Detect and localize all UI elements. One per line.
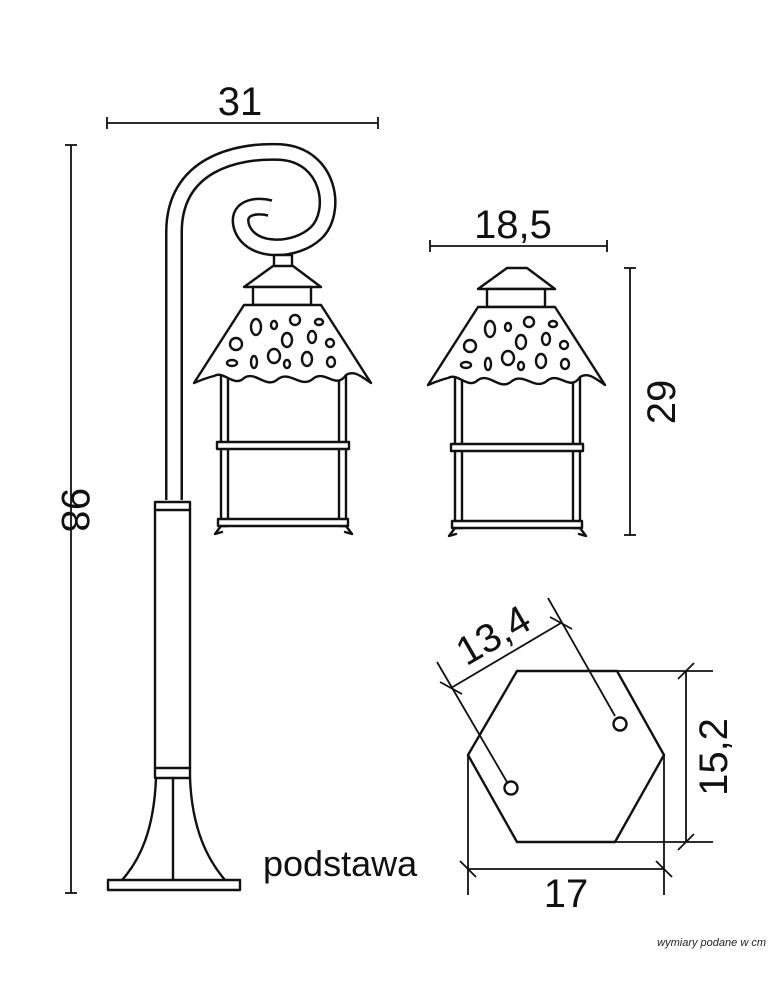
dimension-base-side: 13,4 (439, 597, 573, 695)
dimension-label: 31 (218, 80, 263, 124)
dimension-label: 15,2 (692, 718, 736, 796)
mounting-hole (503, 780, 519, 796)
base-label: podstawa (263, 843, 418, 884)
lamp-post (106, 500, 242, 892)
base-plan (436, 597, 713, 895)
dimension-total-height: 98 (53, 144, 97, 894)
dimension-label: 98 (53, 488, 97, 533)
lantern-mounted (192, 264, 373, 536)
dimension-base-width: 17 (459, 860, 673, 916)
dimension-arm-width: 31 (106, 80, 379, 129)
dimension-label: 17 (544, 872, 589, 916)
dimension-base-depth: 15,2 (677, 662, 736, 851)
dimension-label: 29 (640, 380, 684, 425)
dimension-lantern-height: 29 (624, 267, 684, 536)
mounting-hole (612, 716, 628, 732)
lantern-front-view (426, 266, 607, 538)
dimension-lantern-width: 18,5 (429, 203, 608, 252)
dimension-label: 18,5 (474, 203, 552, 247)
units-note: wymiary podane w cm (657, 937, 766, 949)
